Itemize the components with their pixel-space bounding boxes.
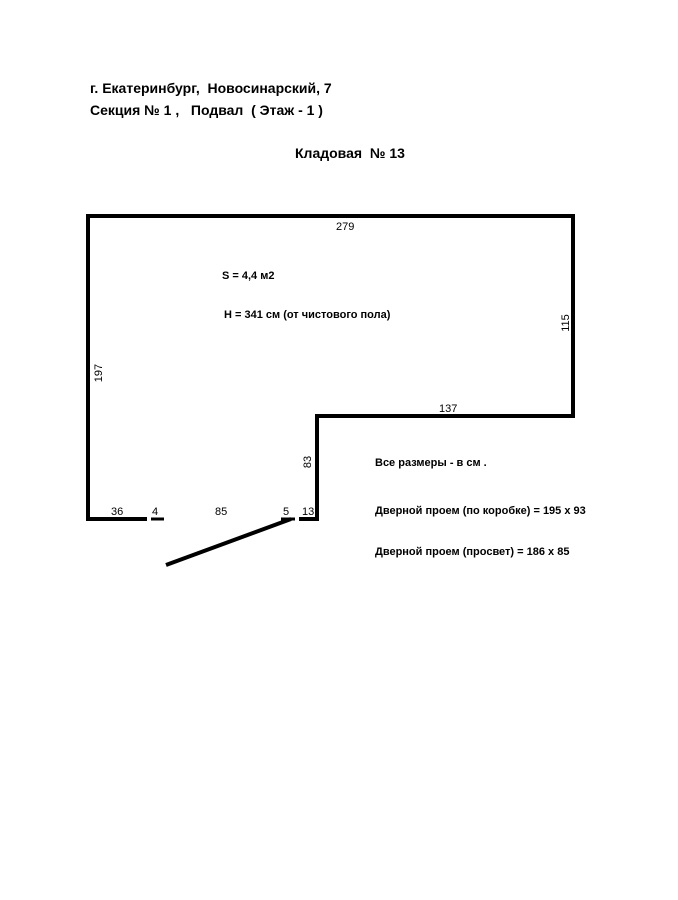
door-leaf: [165, 517, 292, 567]
area-label: S = 4,4 м2: [222, 270, 274, 282]
door-frame-note: Дверной проем (по коробке) = 195 х 93: [375, 505, 586, 517]
dim-bottom-right-wall: 13: [302, 506, 314, 518]
dim-bottom-frame-right: 5: [283, 506, 289, 518]
dim-left: 197: [93, 364, 105, 382]
dim-door-width: 85: [215, 506, 227, 518]
height-label: H = 341 см (от чистового пола): [224, 309, 391, 321]
room-title: Кладовая № 13: [295, 145, 405, 161]
address-line: г. Екатеринбург, Новосинарский, 7: [90, 80, 332, 96]
dim-right: 115: [560, 314, 572, 332]
dim-notch-vertical: 83: [302, 456, 314, 468]
dim-top: 279: [336, 221, 354, 233]
section-floor-line: Секция № 1 , Подвал ( Этаж - 1 ): [90, 102, 323, 118]
units-note: Все размеры - в см .: [375, 457, 487, 469]
dim-bottom-left-wall: 36: [111, 506, 123, 518]
room-outline-wall: [86, 214, 575, 521]
dim-notch-horizontal: 137: [439, 403, 457, 415]
dim-bottom-frame-left: 4: [152, 506, 158, 518]
door-clear-note: Дверной проем (просвет) = 186 х 85: [375, 546, 569, 558]
